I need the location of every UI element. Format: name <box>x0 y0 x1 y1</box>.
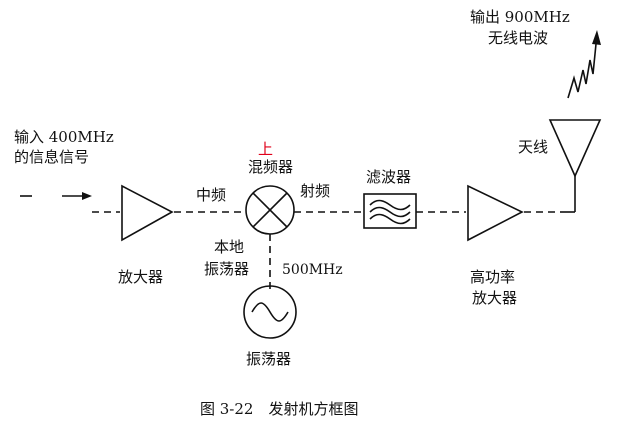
mixer-annotation: 上 <box>258 140 273 158</box>
oscillator-symbol <box>243 285 297 339</box>
output-label-line1: 输出 900MHz <box>470 8 570 26</box>
pa-label-line1: 高功率 <box>470 268 515 286</box>
filter-symbol <box>363 193 417 229</box>
input-label-line1: 输入 400MHz <box>14 128 114 146</box>
antenna-label: 天线 <box>518 138 548 156</box>
filter-wave-1 <box>369 199 411 211</box>
filter-wave-3 <box>369 213 411 225</box>
filter-wave-2 <box>369 206 411 218</box>
amplifier-symbol <box>121 184 174 242</box>
radio-wave-zigzag <box>567 43 597 99</box>
output-label-line2: 无线电波 <box>488 29 548 47</box>
local-label-line1: 本地 <box>214 238 244 256</box>
antenna-icon <box>548 119 602 178</box>
amplifier-label: 放大器 <box>118 268 163 286</box>
radio-wave-arrowhead <box>592 30 601 45</box>
filter-label: 滤波器 <box>366 168 411 186</box>
input-arrow-head <box>82 192 92 200</box>
rf-label: 射频 <box>300 182 330 200</box>
local-label-line2: 振荡器 <box>204 260 249 278</box>
sine-wave-icon <box>251 302 289 322</box>
oscillator-label: 振荡器 <box>246 350 291 368</box>
input-label-line2: 的信息信号 <box>14 148 89 166</box>
if-label: 中频 <box>196 186 226 204</box>
pa-label-line2: 放大器 <box>472 289 517 307</box>
mixer-label: 混频器 <box>248 158 293 176</box>
mixer-cross-b <box>252 192 288 228</box>
figure-caption: 图 3-22 发射机方框图 <box>200 400 358 418</box>
lo-frequency-label: 500MHz <box>282 262 343 278</box>
power-amplifier-symbol <box>467 184 524 242</box>
